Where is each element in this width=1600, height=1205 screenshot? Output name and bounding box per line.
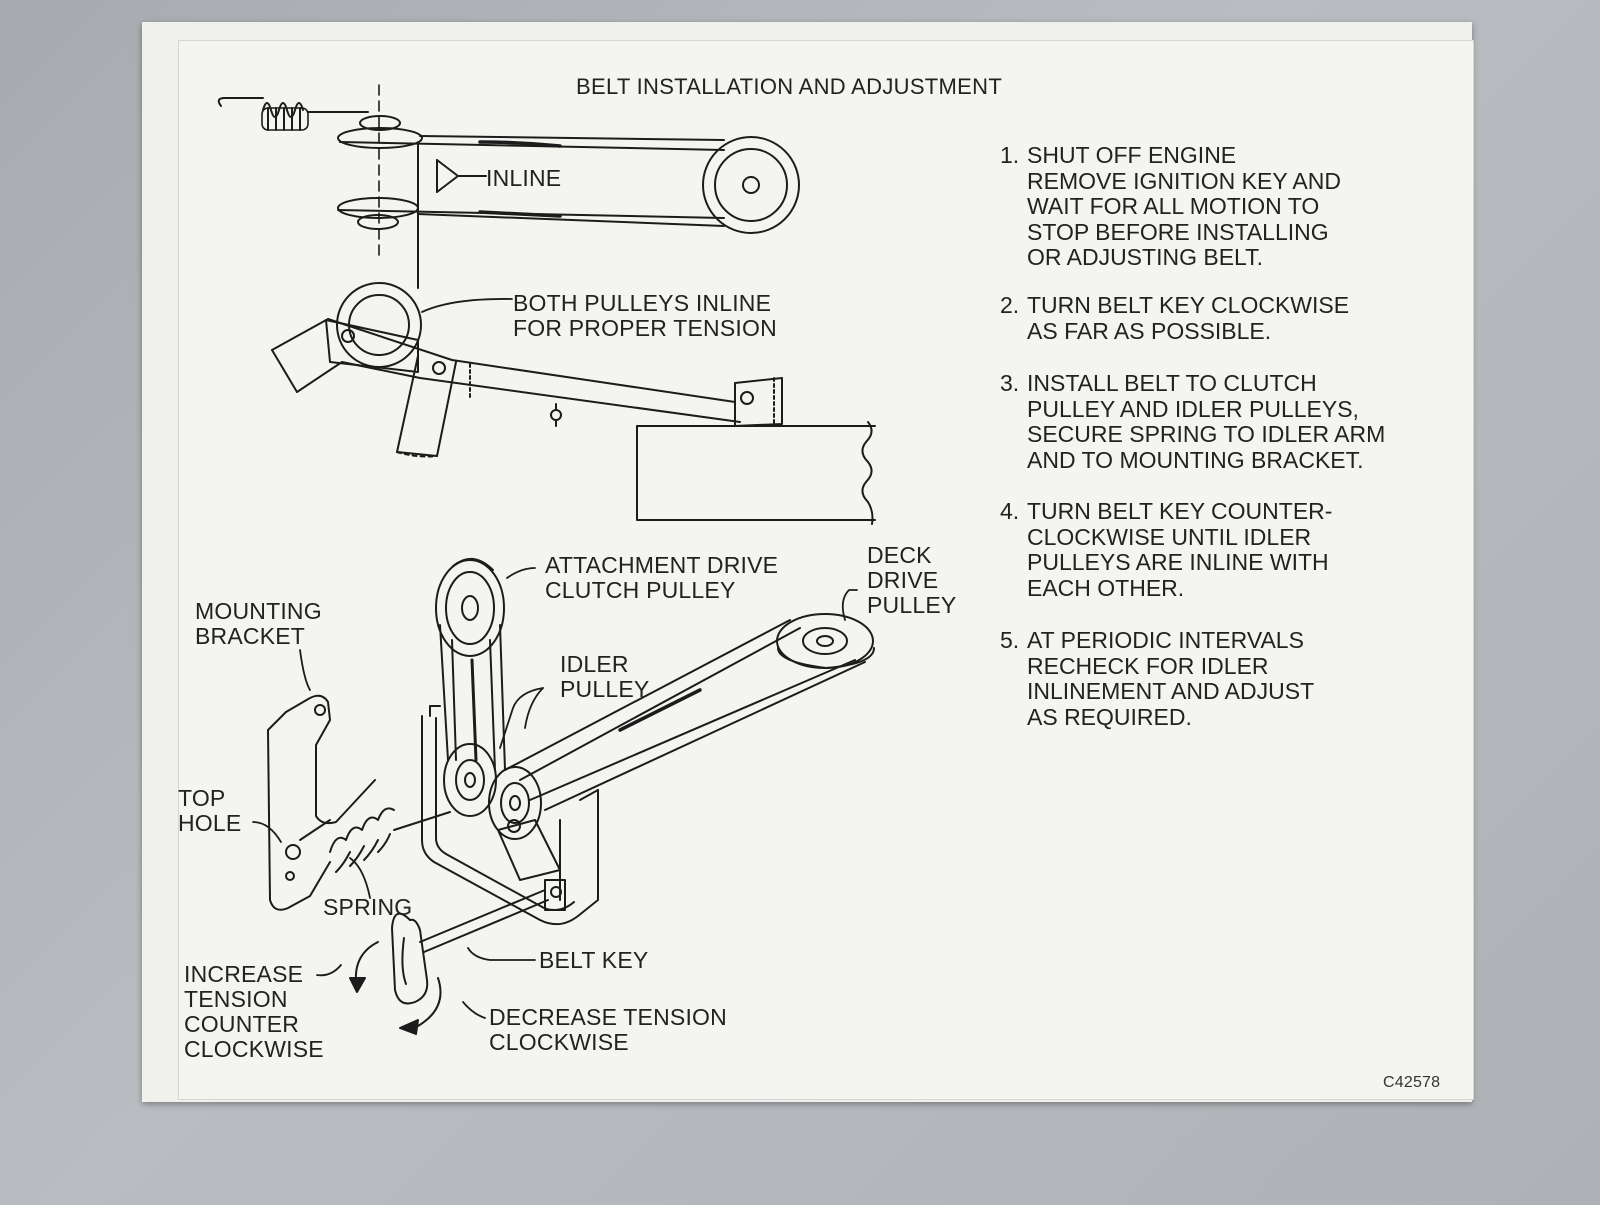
label-mounting-bracket: MOUNTING BRACKET [195,598,322,649]
top-view-illustration [217,84,876,525]
bottom-spring-icon [329,807,451,873]
step-number: 5. [1000,627,1020,653]
label-spring: SPRING [323,894,413,920]
step-number: 2. [1000,292,1020,318]
label-belt-key: BELT KEY [539,947,649,973]
label-top-hole: TOP HOLE [178,785,242,836]
step-text: TURN BELT KEY COUNTER- CLOCKWISE UNTIL I… [1027,498,1333,601]
label-idler-pulley: IDLER PULLEY [560,651,650,702]
bottom-view-illustration [252,558,875,1035]
top-spring-icon [261,102,369,131]
step-number: 1. [1000,142,1020,168]
part-code: C42578 [1383,1074,1441,1091]
step-text: TURN BELT KEY CLOCKWISE AS FAR AS POSSIB… [1027,292,1350,344]
step-text: AT PERIODIC INTERVALS RECHECK FOR IDLER … [1027,627,1315,730]
increase-tension-arrow-icon [349,941,379,993]
label-both-pulleys-inline: BOTH PULLEYS INLINE FOR PROPER TENSION [513,290,777,341]
label-deck-drive-pulley: DECK DRIVE PULLEY [867,542,957,618]
step-text: SHUT OFF ENGINE REMOVE IGNITION KEY AND … [1027,142,1341,270]
step-text: INSTALL BELT TO CLUTCH PULLEY AND IDLER … [1027,370,1386,473]
step-number: 4. [1000,498,1020,524]
label-decrease-tension: DECREASE TENSION CLOCKWISE [489,1004,727,1055]
label-inline: INLINE [486,165,562,191]
page-title: BELT INSTALLATION AND ADJUSTMENT [576,74,1003,99]
label-attachment-drive-clutch-pulley: ATTACHMENT DRIVE CLUTCH PULLEY [545,552,779,603]
label-increase-tension: INCREASE TENSION COUNTER CLOCKWISE [184,961,324,1062]
step-number: 3. [1000,370,1020,396]
decrease-tension-arrow-icon [399,977,442,1035]
